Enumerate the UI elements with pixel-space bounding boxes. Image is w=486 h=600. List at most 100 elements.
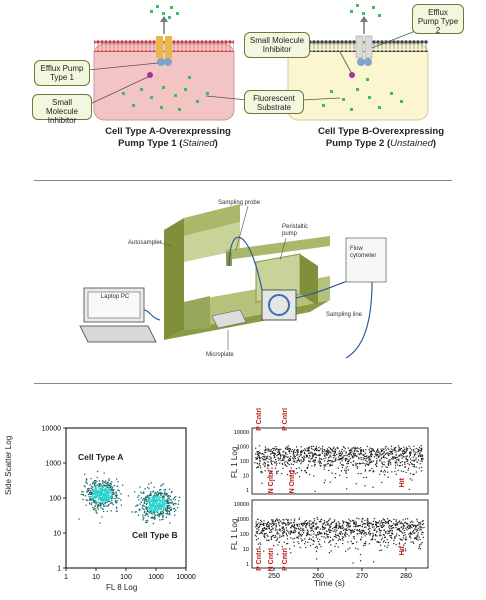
x-tick-label: 10000: [176, 574, 196, 581]
time-point-top: [405, 452, 407, 454]
time-point-top: [282, 459, 284, 461]
scatter-point-cell-a: [105, 489, 107, 491]
time-point-top: [279, 458, 281, 460]
time-point-bottom: [357, 533, 359, 535]
time-point-bottom: [270, 536, 272, 538]
scatter-point-cell-b: [161, 507, 163, 509]
scatter-point-cell-b: [150, 512, 153, 515]
scatter-point-cell-b: [178, 496, 181, 499]
time-point-top: [270, 471, 272, 473]
scatter-point-cell-a: [101, 492, 103, 495]
scatter-point-cell-b: [161, 502, 163, 504]
scatter-point-cell-b: [175, 503, 177, 505]
time-point-top: [315, 454, 317, 456]
time-point-top: [298, 459, 300, 461]
time-y-tick-label: 10000: [234, 430, 249, 436]
time-point-top: [271, 452, 273, 454]
scatter-point-cell-b: [157, 493, 160, 495]
scatter-point-cell-b: [147, 498, 150, 500]
time-point-bottom: [335, 536, 337, 539]
scatter-point-cell-a: [113, 484, 116, 487]
time-point-top: [370, 452, 372, 454]
time-point-bottom: [302, 524, 304, 526]
time-point-bottom: [415, 528, 417, 530]
time-point-top: [371, 453, 373, 456]
time-point-top: [319, 448, 322, 450]
time-point-top: [278, 448, 280, 450]
scatter-point-cell-b: [155, 498, 157, 501]
time-point-top: [353, 456, 355, 458]
time-point-bottom: [409, 527, 411, 529]
time-point-top: [362, 454, 364, 456]
time-point-bottom: [262, 533, 264, 535]
time-point-bottom: [335, 526, 338, 528]
time-point-bottom: [276, 553, 279, 555]
scatter-point-cell-b: [168, 507, 171, 509]
time-point-top: [333, 454, 335, 457]
time-point-top: [378, 451, 380, 453]
scatter-point-cell-a: [98, 488, 100, 490]
scatter-point-cell-a: [110, 485, 112, 487]
scatter-point-cell-a: [102, 498, 104, 500]
scatter-point-cell-b: [166, 495, 169, 498]
time-point-bottom: [349, 526, 351, 528]
time-point-bottom: [308, 538, 310, 541]
time-point-top: [420, 460, 422, 462]
scatter-point-cell-b: [159, 507, 161, 510]
scatter-point-cell-a: [115, 507, 118, 509]
time-point-top: [292, 451, 295, 453]
scatter-point-cell-a: [97, 490, 100, 493]
time-point-bottom: [293, 524, 296, 526]
scatter-point-cell-a: [109, 483, 111, 485]
scatter-point-cell-b: [152, 495, 154, 497]
time-point-bottom: [383, 521, 385, 524]
time-point-top: [351, 449, 353, 451]
time-point-top: [368, 463, 370, 465]
time-point-bottom: [352, 542, 354, 545]
scatter-point-cell-b: [144, 513, 147, 515]
time-point-top: [259, 462, 261, 464]
time-x-tick-label: 270: [356, 573, 368, 580]
time-point-top: [328, 469, 330, 472]
time-point-bottom: [255, 524, 258, 526]
scatter-point-cell-b: [163, 500, 165, 502]
scatter-point-cell-b: [149, 500, 151, 502]
scatter-point-cell-b: [146, 507, 148, 510]
scatter-point-cell-b: [148, 487, 150, 490]
time-point-bottom: [256, 528, 258, 530]
scatter-point-cell-b: [171, 490, 173, 493]
time-point-bottom: [409, 526, 411, 528]
time-point-top: [276, 448, 278, 450]
time-point-top: [260, 467, 262, 469]
time-point-top: [408, 488, 410, 490]
time-point-top: [365, 452, 367, 454]
scatter-point-cell-a: [107, 488, 109, 491]
time-point-bottom: [264, 534, 266, 536]
time-point-top: [296, 446, 298, 448]
time-point-bottom: [402, 537, 405, 539]
time-point-top: [324, 452, 326, 455]
scatter-point-cell-a: [112, 497, 114, 499]
time-point-top: [255, 467, 258, 469]
time-point-top: [258, 456, 260, 458]
time-point-top: [297, 451, 299, 453]
scatter-point-cell-a: [108, 500, 111, 502]
time-point-top: [387, 454, 390, 456]
time-point-top: [279, 453, 281, 455]
time-point-bottom: [339, 525, 341, 528]
time-point-bottom: [313, 518, 315, 520]
scatter-point-cell-a: [127, 495, 130, 497]
time-point-bottom: [364, 535, 366, 537]
time-point-top: [376, 457, 378, 460]
scatter-point-cell-b: [172, 498, 175, 500]
scatter-point-cell-a: [109, 494, 111, 497]
time-point-bottom: [419, 527, 421, 529]
x-tick-label: 100: [120, 574, 132, 581]
time-point-bottom: [418, 536, 420, 538]
time-point-bottom: [316, 547, 318, 549]
time-point-bottom: [417, 527, 419, 529]
scatter-point-cell-a: [88, 492, 91, 494]
caption-cell-b: Cell Type B-Overexpressing Pump Type 2 (…: [296, 126, 466, 150]
time-point-bottom: [407, 518, 409, 520]
time-point-top: [398, 460, 400, 462]
